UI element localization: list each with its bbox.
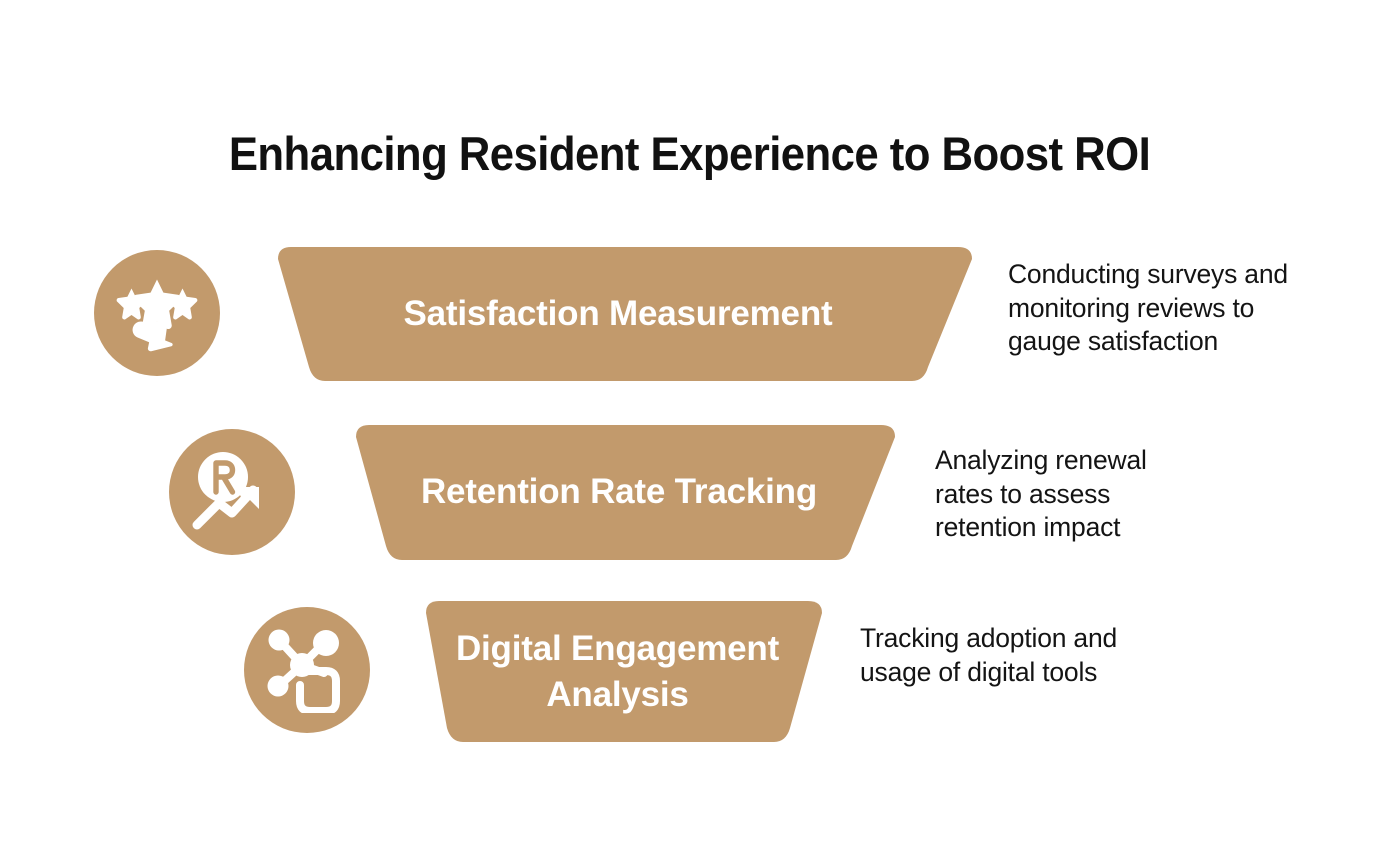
step-2-banner-shape: [356, 425, 895, 560]
step-2-icon-circle: [169, 429, 295, 555]
step-1-banner[interactable]: Satisfaction Measurement: [264, 247, 972, 381]
step-1-icon-circle: [94, 250, 220, 376]
step-3-icon-circle: [244, 607, 370, 733]
step-3-description: Tracking adoption and usage of digital t…: [860, 623, 1118, 687]
step-2-description: Analyzing renewal rates to assess retent…: [935, 445, 1147, 543]
retention-growth-arrow-icon: [192, 452, 259, 530]
step-1-banner-shape: [278, 247, 972, 381]
page-title: Enhancing Resident Experience to Boost R…: [228, 127, 1151, 181]
step-3-banner-label: Digital Engagement Analysis: [455, 629, 780, 714]
stars-megaphone-icon: [116, 279, 198, 352]
step-3-banner-shape: [426, 601, 822, 742]
step-2-banner-label: Retention Rate Tracking: [420, 472, 818, 512]
step-1-banner-label: Satisfaction Measurement: [403, 293, 833, 333]
network-mobile-icon: [267, 629, 340, 713]
step-3-banner[interactable]: Digital Engagement Analysis: [413, 601, 822, 742]
step-2-banner[interactable]: Retention Rate Tracking: [343, 425, 895, 560]
step-1-description: Conducting surveys and monitoring review…: [1008, 259, 1288, 357]
